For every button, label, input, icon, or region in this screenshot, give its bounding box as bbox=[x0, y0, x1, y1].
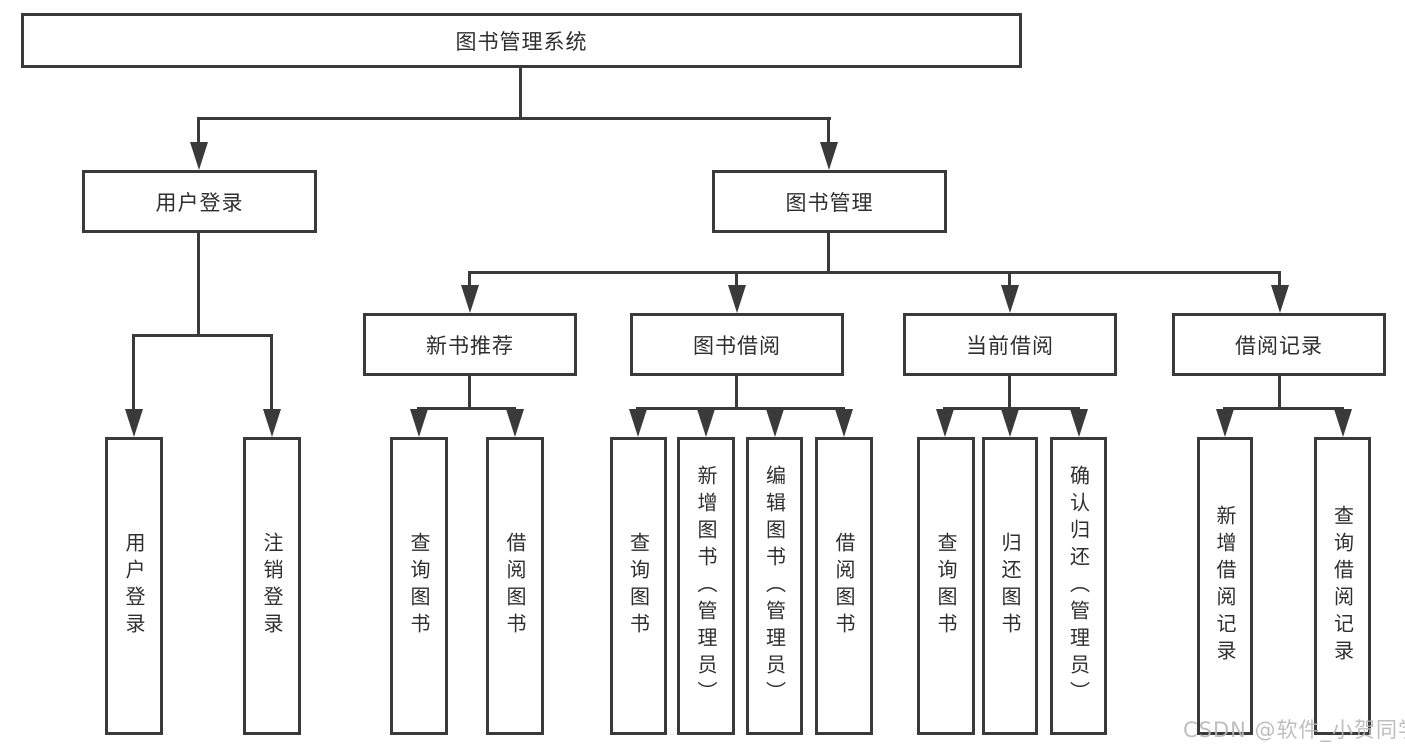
node-current-borrowing: 当前借阅 bbox=[903, 313, 1117, 376]
node-borrowing-records: 借阅记录 bbox=[1172, 313, 1386, 376]
connector-line bbox=[417, 407, 516, 410]
leaf-current-confirm-return-admin: 确认归还（管理员） bbox=[1050, 437, 1107, 735]
connector-line bbox=[636, 407, 845, 410]
node-book-borrowing-label: 图书借阅 bbox=[693, 333, 781, 358]
node-current-borrowing-label: 当前借阅 bbox=[966, 333, 1054, 358]
leaf-current-return-books-label: 归还图书 bbox=[998, 532, 1022, 640]
arrow-down-icon bbox=[1271, 285, 1289, 313]
leaf-borrow-edit-books-admin-label: 编辑图书（管理员） bbox=[762, 464, 787, 708]
arrow-down-icon bbox=[125, 409, 143, 437]
connector-line bbox=[827, 117, 830, 145]
leaf-current-query-books-label: 查询图书 bbox=[934, 532, 958, 640]
leaf-record-add-record: 新增借阅记录 bbox=[1197, 437, 1253, 735]
node-root-label: 图书管理系统 bbox=[455, 29, 588, 54]
connector-line bbox=[1008, 376, 1011, 410]
leaf-newbook-query-books-label: 查询图书 bbox=[407, 532, 431, 640]
node-new-book-recommend: 新书推荐 bbox=[363, 313, 577, 376]
arrow-down-icon bbox=[728, 285, 746, 313]
connector-line bbox=[519, 68, 522, 120]
node-user-login: 用户登录 bbox=[82, 170, 317, 233]
arrow-down-icon bbox=[1001, 409, 1019, 437]
connector-line bbox=[468, 271, 1281, 274]
arrow-down-icon bbox=[263, 409, 281, 437]
leaf-record-query-record-label: 查询借阅记录 bbox=[1330, 505, 1355, 667]
connector-line bbox=[1008, 271, 1011, 287]
arrow-down-icon bbox=[1001, 285, 1019, 313]
leaf-logout: 注销登录 bbox=[243, 437, 301, 735]
leaf-current-query-books: 查询图书 bbox=[917, 437, 975, 735]
arrow-down-icon bbox=[1216, 409, 1234, 437]
leaf-borrow-query-books: 查询图书 bbox=[610, 437, 667, 735]
leaf-borrow-borrow-books-label: 借阅图书 bbox=[832, 532, 856, 640]
leaf-user-login-label: 用户登录 bbox=[122, 532, 146, 640]
leaf-record-query-record: 查询借阅记录 bbox=[1314, 437, 1371, 735]
arrow-down-icon bbox=[461, 285, 479, 313]
arrow-down-icon bbox=[936, 409, 954, 437]
connector-line bbox=[1278, 271, 1281, 287]
node-book-management: 图书管理 bbox=[712, 170, 947, 233]
connector-line bbox=[827, 233, 830, 274]
leaf-current-return-books: 归还图书 bbox=[982, 437, 1038, 735]
arrow-down-icon bbox=[190, 142, 208, 170]
leaf-borrow-add-books-admin: 新增图书（管理员） bbox=[677, 437, 735, 735]
arrow-down-icon bbox=[629, 409, 647, 437]
arrow-down-icon bbox=[766, 409, 784, 437]
connector-line bbox=[132, 334, 135, 411]
connector-line bbox=[270, 334, 273, 411]
leaf-user-login: 用户登录 bbox=[105, 437, 163, 735]
connector-line bbox=[197, 117, 200, 145]
connector-line bbox=[468, 271, 471, 287]
leaf-borrow-add-books-admin-label: 新增图书（管理员） bbox=[694, 464, 718, 708]
connector-line bbox=[735, 376, 738, 410]
connector-line bbox=[1278, 376, 1281, 410]
arrow-down-icon bbox=[820, 142, 838, 170]
connector-line bbox=[1223, 407, 1344, 410]
leaf-newbook-borrow-books-label: 借阅图书 bbox=[503, 532, 527, 640]
leaf-borrow-borrow-books: 借阅图书 bbox=[815, 437, 873, 735]
node-new-book-recommend-label: 新书推荐 bbox=[426, 333, 514, 358]
connector-line bbox=[132, 334, 273, 337]
leaf-borrow-query-books-label: 查询图书 bbox=[626, 532, 651, 640]
connector-line bbox=[468, 376, 471, 410]
arrow-down-icon bbox=[1334, 409, 1352, 437]
watermark: CSDN @软件_小贺同学 bbox=[1183, 718, 1405, 742]
connector-line bbox=[943, 407, 1080, 410]
arrow-down-icon bbox=[835, 409, 853, 437]
node-root: 图书管理系统 bbox=[21, 13, 1022, 68]
arrow-down-icon bbox=[697, 409, 715, 437]
node-book-borrowing: 图书借阅 bbox=[630, 313, 844, 376]
leaf-newbook-query-books: 查询图书 bbox=[390, 437, 448, 735]
leaf-newbook-borrow-books: 借阅图书 bbox=[486, 437, 544, 735]
connector-line bbox=[735, 271, 738, 287]
leaf-record-add-record-label: 新增借阅记录 bbox=[1213, 505, 1237, 667]
node-book-management-label: 图书管理 bbox=[785, 190, 874, 215]
leaf-borrow-edit-books-admin: 编辑图书（管理员） bbox=[746, 437, 803, 735]
arrow-down-icon bbox=[410, 409, 428, 437]
connector-line bbox=[197, 233, 200, 337]
connector-line bbox=[197, 117, 831, 120]
node-borrowing-records-label: 借阅记录 bbox=[1235, 333, 1323, 358]
leaf-current-confirm-return-admin-label: 确认归还（管理员） bbox=[1066, 464, 1091, 708]
leaf-logout-label: 注销登录 bbox=[260, 532, 284, 640]
node-user-login-label: 用户登录 bbox=[155, 190, 244, 215]
arrow-down-icon bbox=[506, 409, 524, 437]
arrow-down-icon bbox=[1070, 409, 1088, 437]
